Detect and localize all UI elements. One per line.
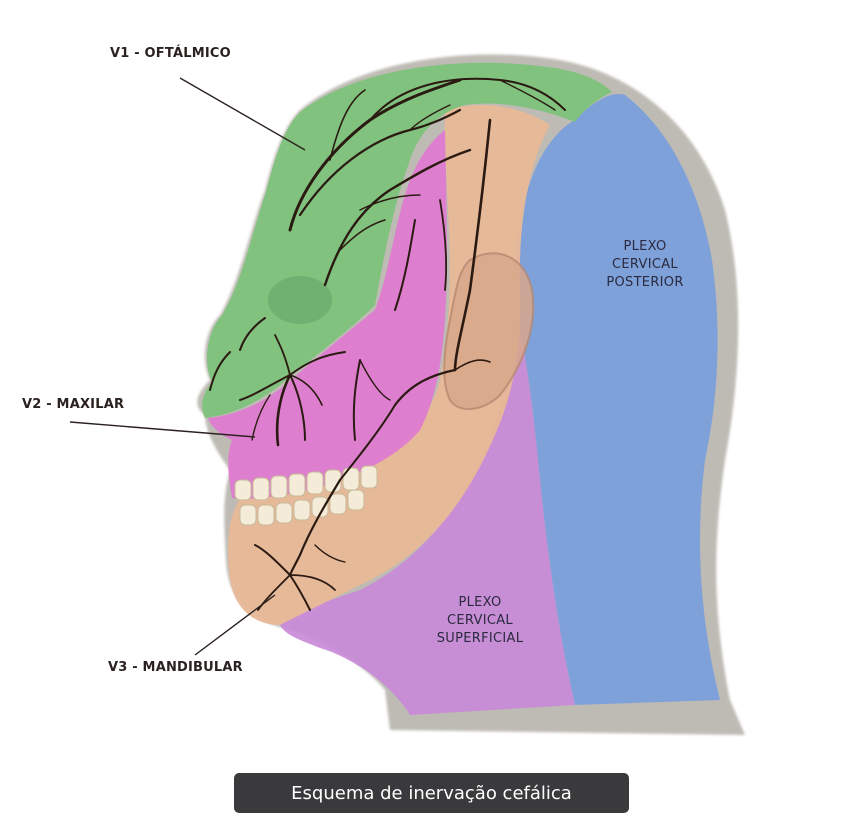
posterior-cervical-region: [516, 94, 720, 706]
nerve-branches: [209, 77, 566, 611]
v3-mandibular-region: [228, 105, 550, 625]
v1-label: V1 - OFTÁLMICO: [110, 46, 231, 61]
v1-ophthalmic-region: [202, 62, 612, 419]
v2-leader-line: [69, 421, 256, 438]
superficial-cervical-region: [280, 330, 575, 715]
teeth: [234, 465, 378, 526]
v3-leader-line: [194, 594, 276, 656]
diagram-caption: Esquema de inervação cefálica: [234, 773, 629, 813]
v2-label: V2 - MAXILAR: [22, 397, 125, 412]
posterior-cervical-label: PLEXO CERVICAL POSTERIOR: [606, 239, 684, 290]
v1-leader-line: [179, 77, 306, 151]
v3-label: V3 - MANDIBULAR: [108, 660, 243, 675]
eye-socket: [268, 276, 332, 324]
ear: [443, 252, 535, 411]
superficial-cervical-label: PLEXO CERVICAL SUPERFICIAL: [436, 595, 524, 646]
v2-maxillary-region: [208, 130, 447, 499]
